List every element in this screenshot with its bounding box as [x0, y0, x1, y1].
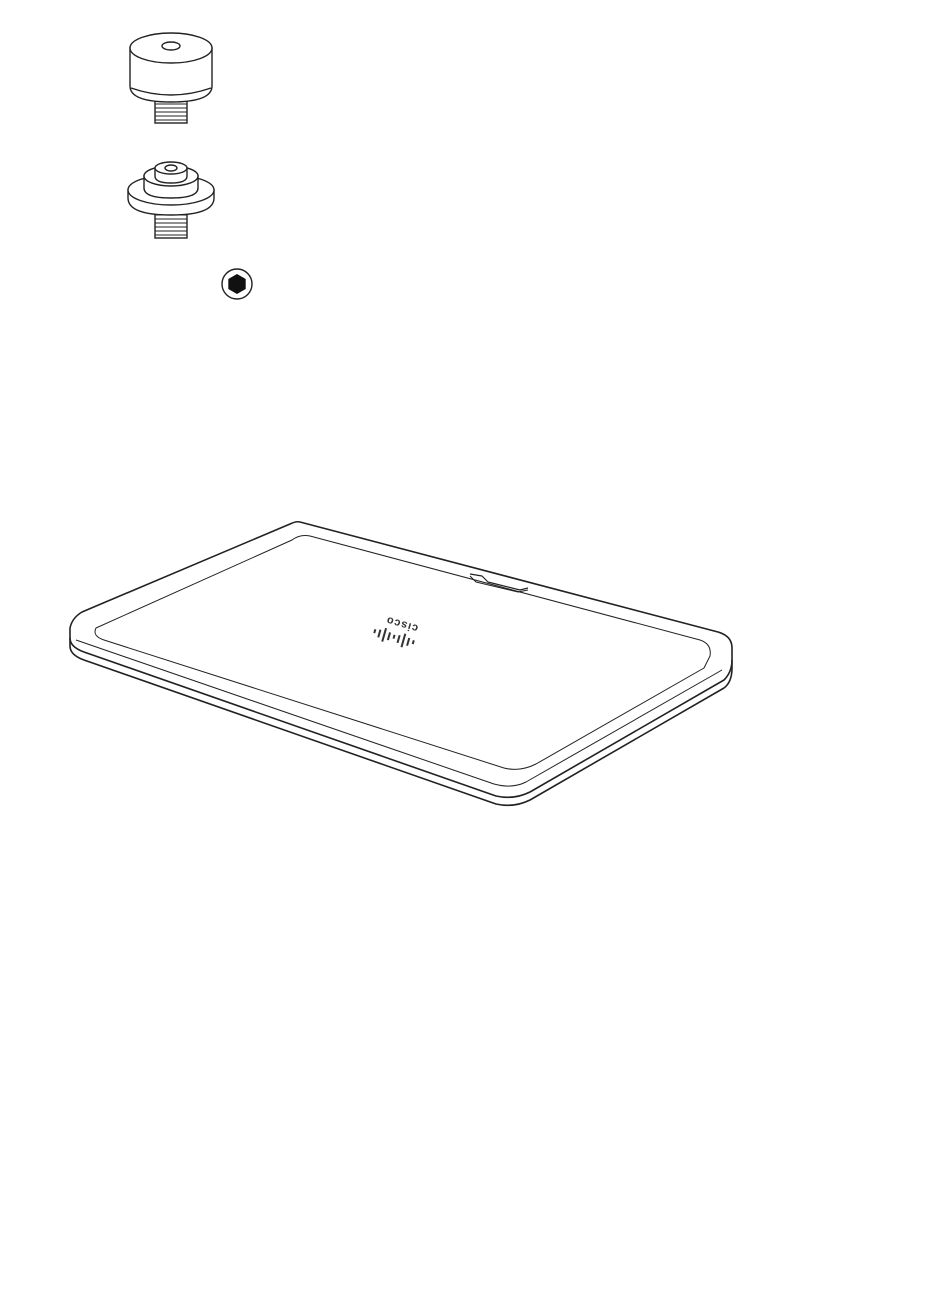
device-underside [70, 522, 732, 806]
spike-foot-icon [128, 162, 214, 238]
hex-key-icon [222, 269, 252, 299]
rubber-foot-icon [130, 33, 212, 123]
